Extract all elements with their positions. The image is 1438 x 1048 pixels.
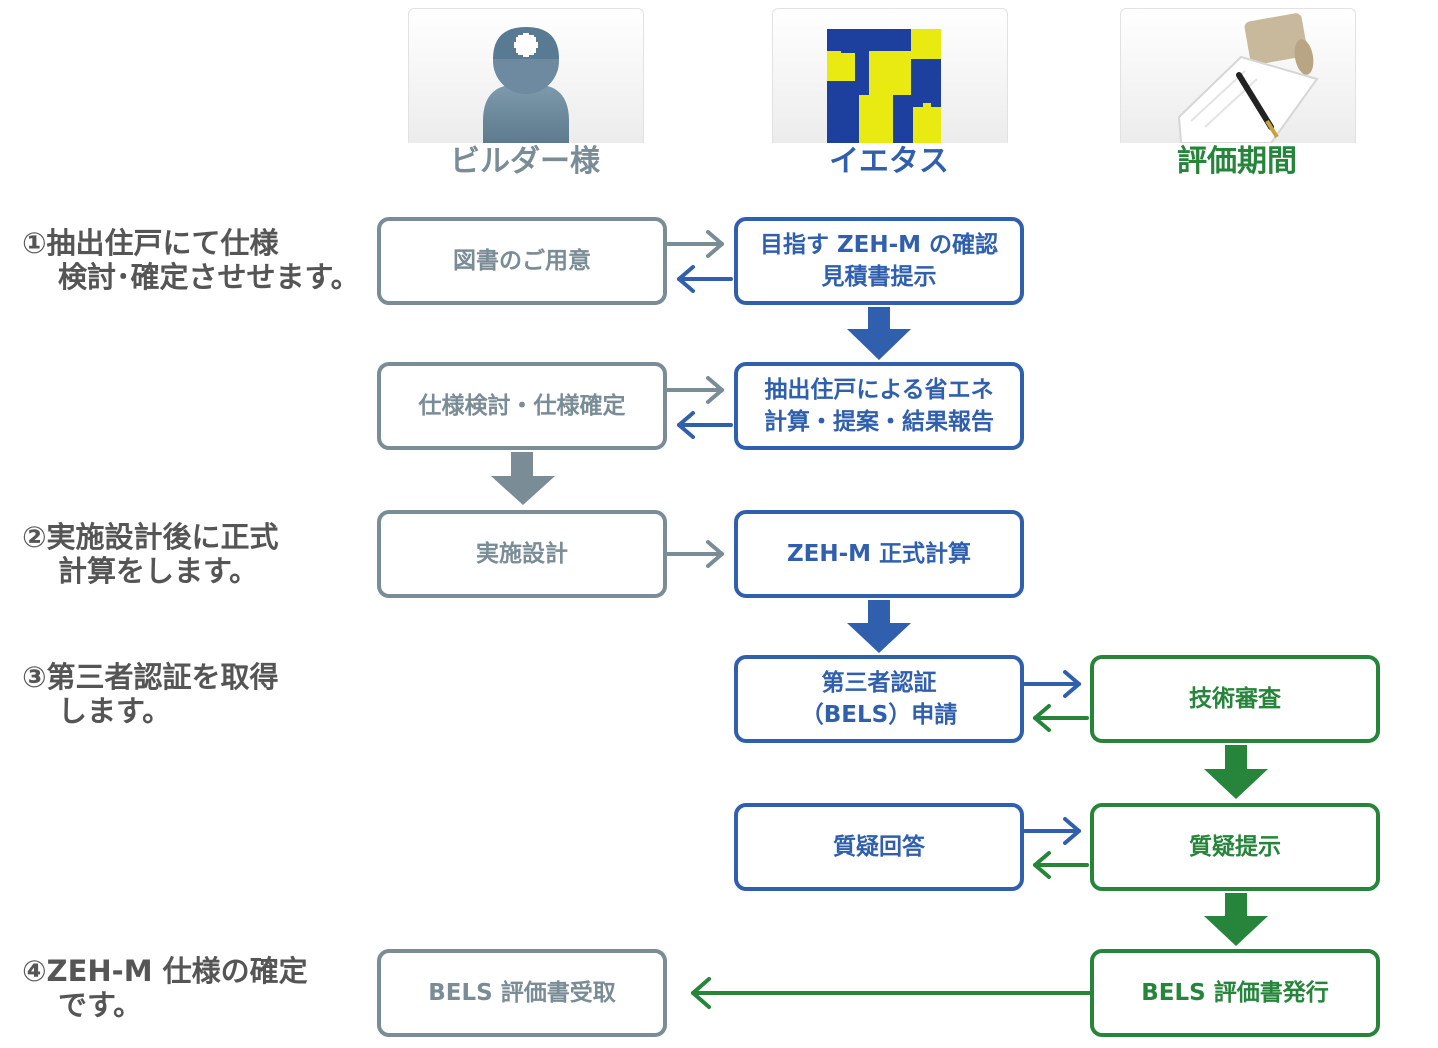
arrow-down-review-to-presentation <box>1204 745 1268 799</box>
arrow-left-review-to-application <box>1033 704 1089 732</box>
ietasu-logo-icon <box>827 29 941 143</box>
arrow-left-issuance-to-receipt <box>691 977 1091 1009</box>
step-3-caption: ③第三者認証を取得 します。 <box>22 660 279 728</box>
arrow-down-formal-to-application <box>847 600 911 653</box>
arrow-down-estimate-to-calc <box>847 307 911 360</box>
builder-avatar-icon <box>483 27 569 143</box>
arrow-right-spec-to-calc <box>666 376 724 404</box>
arrow-right-application-to-review <box>1023 670 1081 698</box>
ietasu-column-label: イエタス <box>829 144 949 179</box>
box-spec-review: 仕様検討・仕様確定 <box>377 362 667 450</box>
box-bels-issuance: BELS 評価書発行 <box>1090 949 1380 1037</box>
arrow-left-calc-to-spec <box>677 411 733 439</box>
step-4-caption: ④ZEH-M 仕様の確定 です。 <box>22 954 308 1022</box>
box-query-answer: 質疑回答 <box>734 803 1024 891</box>
arrow-right-answer-to-presentation <box>1023 817 1081 845</box>
builder-header-card <box>408 8 644 143</box>
arrow-right-design-to-formal <box>666 540 724 568</box>
builder-column-label: ビルダー様 <box>450 144 600 179</box>
arrow-down-presentation-to-issuance <box>1204 893 1268 946</box>
ietasu-header-card <box>772 8 1008 143</box>
step-1-line2: 検討･確定させせます。 <box>58 260 360 294</box>
step-3-line1: ③第三者認証を取得 <box>22 660 279 694</box>
step-1-line1: ①抽出住戸にて仕様 <box>22 226 279 260</box>
arrow-right-docs-to-estimate <box>666 230 724 258</box>
arrow-left-estimate-to-docs <box>677 265 733 293</box>
box-query-presentation: 質疑提示 <box>1090 803 1380 891</box>
step-2-caption: ②実施設計後に正式 計算をします。 <box>22 520 279 588</box>
box-prepare-documents: 図書のご用意 <box>377 217 667 305</box>
step-3-line2: します。 <box>58 694 172 728</box>
document-pen-icon <box>1177 13 1319 143</box>
box-energy-calc-report: 抽出住戸による省エネ 計算・提案・結果報告 <box>734 362 1024 450</box>
box-bels-receipt: BELS 評価書受取 <box>377 949 667 1037</box>
step-4-line2: です。 <box>58 988 143 1022</box>
step-1-caption: ①抽出住戸にて仕様 検討･確定させせます。 <box>22 226 360 294</box>
evaluator-column-label: 評価期間 <box>1177 144 1297 179</box>
box-zeh-formal-calc: ZEH-M 正式計算 <box>734 510 1024 598</box>
step-4-line1: ④ZEH-M 仕様の確定 <box>22 954 308 988</box>
evaluator-header-card <box>1120 8 1356 143</box>
arrow-left-presentation-to-answer <box>1033 851 1089 879</box>
box-bels-application: 第三者認証 （BELS）申請 <box>734 655 1024 743</box>
step-2-line2: 計算をします。 <box>58 554 259 588</box>
box-technical-review: 技術審査 <box>1090 655 1380 743</box>
box-detailed-design: 実施設計 <box>377 510 667 598</box>
arrow-down-spec-to-design <box>491 452 555 505</box>
box-target-zeh-estimate: 目指す ZEH-M の確認 見積書提示 <box>734 217 1024 305</box>
step-2-line1: ②実施設計後に正式 <box>22 520 279 554</box>
